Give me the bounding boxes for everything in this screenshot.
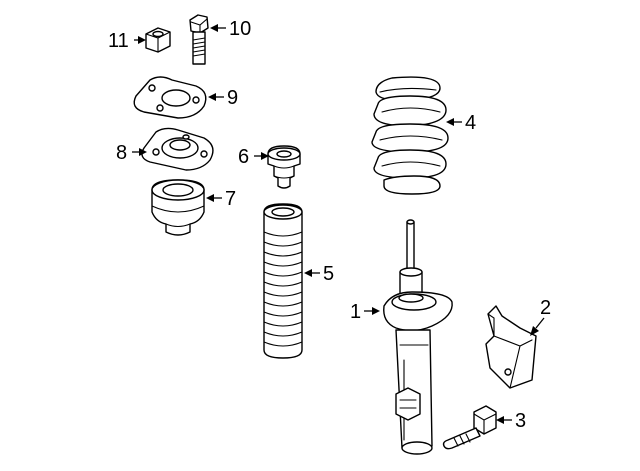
callout-10: 10	[229, 18, 251, 40]
part-11-nut[interactable]	[145, 27, 171, 53]
part-8-strut-mount[interactable]	[141, 127, 214, 171]
callout-9: 9	[227, 87, 238, 109]
part-3-bolt[interactable]	[442, 405, 497, 450]
callout-6: 6	[238, 146, 249, 168]
part-4-coil-spring[interactable]	[371, 76, 449, 195]
part-9-mount-plate[interactable]	[133, 76, 207, 119]
callout-4: 4	[465, 112, 476, 134]
callout-arrows	[132, 24, 545, 424]
callout-3: 3	[515, 410, 526, 432]
callout-1: 1	[350, 301, 361, 323]
callout-5: 5	[323, 263, 334, 285]
part-5-dust-boot[interactable]	[263, 203, 303, 359]
part-2-bracket[interactable]	[485, 305, 537, 389]
callout-8: 8	[116, 142, 127, 164]
part-10-bolt[interactable]	[189, 14, 209, 65]
part-7-bearing[interactable]	[151, 179, 205, 236]
part-6-bump-stop[interactable]	[267, 145, 301, 189]
part-1-strut[interactable]	[383, 219, 453, 455]
callout-2: 2	[540, 297, 551, 319]
callout-7: 7	[225, 188, 236, 210]
callout-11: 11	[108, 30, 129, 52]
